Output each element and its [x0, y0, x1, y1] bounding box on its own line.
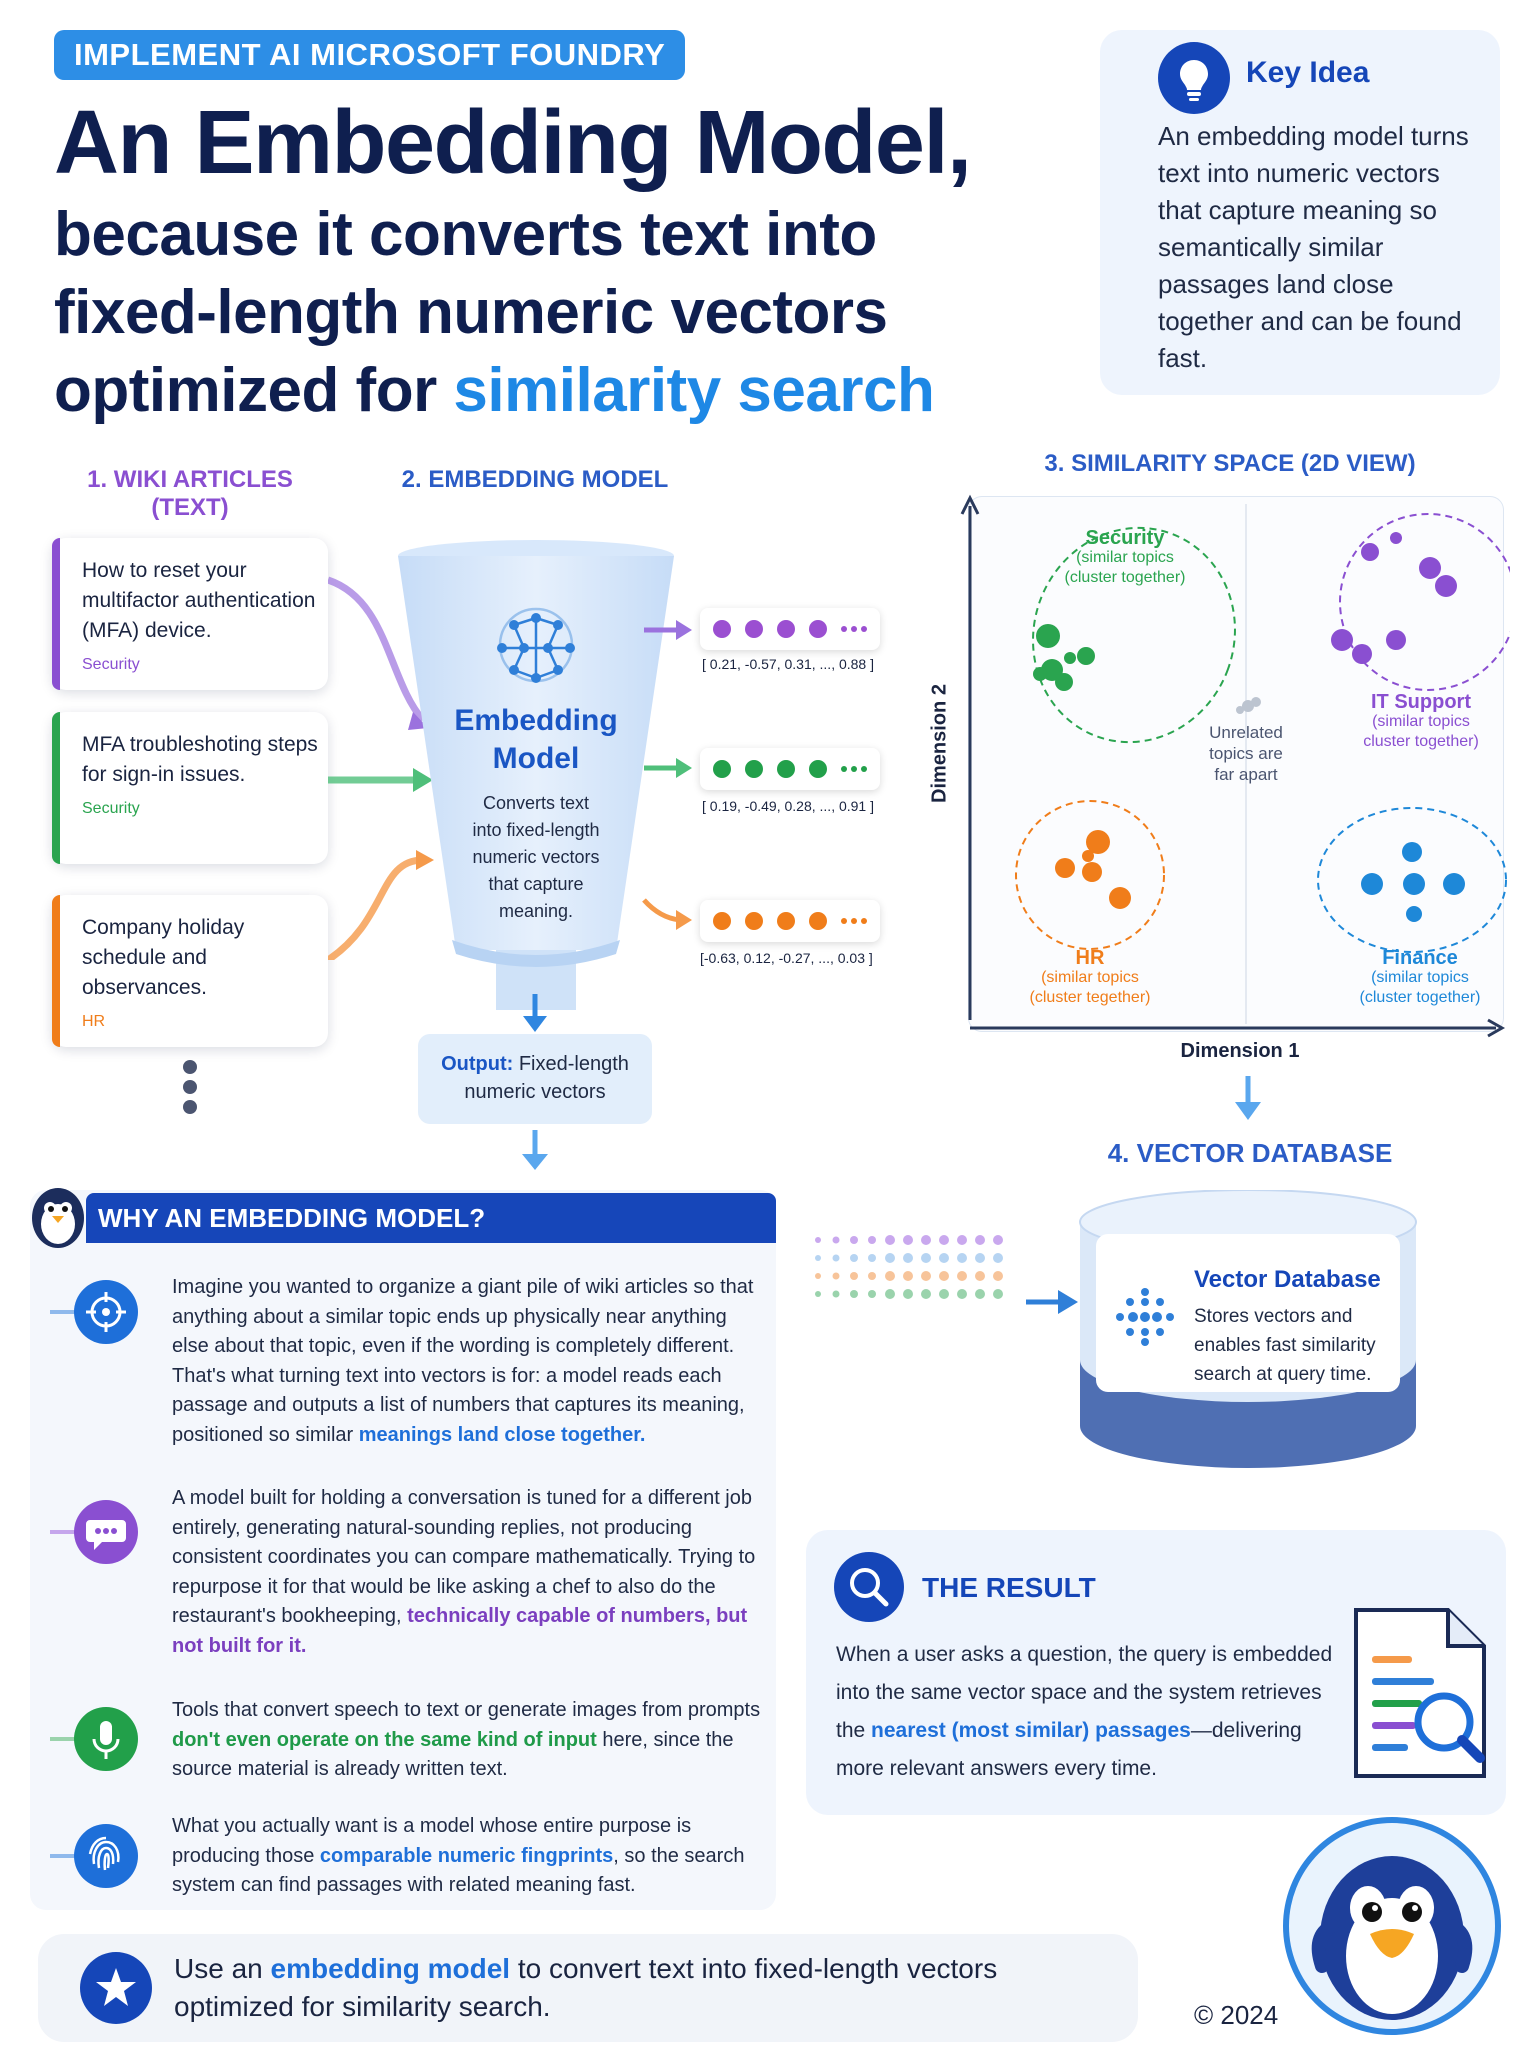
summary-text: Use an embedding model to convert text i… [174, 1953, 998, 2022]
output-arrows [642, 620, 692, 930]
penguin-mascot-icon [1283, 1817, 1501, 2035]
vector-values: [ 0.19, -0.49, 0.28, ..., 0.91 ] [702, 798, 874, 814]
vector-dots [700, 608, 880, 650]
arrow-down-icon [523, 994, 547, 1032]
arrow-down-icon [1235, 1076, 1261, 1120]
y-axis-label: Dimension 2 [928, 684, 951, 803]
target-icon [74, 1280, 138, 1344]
summary-banner [38, 1934, 1138, 2042]
article-card[interactable]: MFA troubleshoting steps for sign-in iss… [52, 712, 328, 864]
key-idea-title: Key Idea [1246, 56, 1370, 89]
database-cylinder [1079, 1190, 1417, 1468]
lightbulb-icon [1158, 42, 1230, 114]
category-tag: IMPLEMENT AI MICROSOFT FOUNDRY [54, 30, 686, 80]
vector-db-title: Vector Database [1194, 1266, 1381, 1293]
output-box: Output: Fixed-length numeric vectors [418, 1034, 652, 1124]
magnifier-icon [834, 1552, 904, 1622]
why-panel [30, 1190, 776, 1910]
more-items-icon [183, 1060, 197, 1114]
copyright: © 2024 [1194, 2000, 1279, 2030]
neural-network-icon [497, 607, 575, 683]
subtitle-line-1: because it converts text into [54, 200, 877, 269]
similarity-space-panel [968, 496, 1504, 1032]
vector-grid-icon [1116, 1288, 1174, 1346]
data-stream-dots [815, 1235, 1003, 1299]
why-paragraph-1: Imagine you wanted to organize a giant p… [172, 1276, 754, 1446]
subtitle-line-3: optimized for similarity search [54, 356, 935, 425]
vector-values: [ 0.21, -0.57, 0.31, ..., 0.88 ] [702, 656, 874, 672]
cluster-label-finance: Finance(similar topics(cluster together) [1359, 947, 1481, 1006]
similarity-space-plot [960, 494, 1510, 1038]
embedding-model-funnel [398, 540, 674, 1010]
article-card[interactable]: Company holiday schedule and observances… [52, 895, 328, 1047]
step-2-label: 2. EMBEDDING MODEL [401, 466, 669, 493]
penguin-mascot-icon [32, 1188, 84, 1248]
vector-values: [-0.63, 0.12, -0.27, ..., 0.03 ] [700, 950, 873, 966]
microphone-icon [74, 1707, 138, 1771]
subtitle-line-2: fixed-length numeric vectors [54, 278, 888, 347]
result-text: When a user asks a question, the query i… [836, 1643, 1333, 1780]
arrow-right-icon [1026, 1290, 1078, 1314]
cluster-label-hr: HR(similar topics(cluster tegether) [1029, 947, 1151, 1006]
article-card[interactable]: How to reset your multifactor authentica… [52, 538, 328, 690]
document-search-icon [1354, 1608, 1486, 1778]
arrow-down-icon [522, 1130, 548, 1170]
fingerprint-icon [74, 1824, 138, 1888]
key-idea-text: An embedding model turns text into numer… [1158, 121, 1469, 373]
why-title: WHY AN EMBEDDING MODEL? [86, 1193, 776, 1243]
cluster-label-security: Security(similar topics(cluster together… [1064, 527, 1186, 586]
step-1-label: 1. WIKI ARTICLES(TEXT) [87, 466, 293, 521]
model-description: Converts text into fixed-length numeric … [472, 793, 600, 921]
why-paragraph-4: What you actually want is a model whose … [172, 1815, 745, 1896]
vector-dots [700, 748, 880, 790]
why-paragraph-2: A model built for holding a conversation… [172, 1487, 756, 1657]
page-title: An Embedding Model, [54, 93, 972, 193]
vector-dots [700, 900, 880, 942]
x-axis-label: Dimension 1 [1180, 1040, 1300, 1062]
why-paragraph-3: Tools that convert speech to text or gen… [172, 1699, 761, 1780]
chat-bubble-icon [74, 1500, 138, 1564]
step-4-label: 4. VECTOR DATABASE [1107, 1138, 1393, 1168]
vector-db-description: Stores vectors and enables fast similari… [1194, 1306, 1376, 1385]
step-3-label: 3. SIMILARITY SPACE (2D VIEW) [1044, 450, 1416, 477]
result-title: THE RESULT [922, 1572, 1096, 1603]
star-icon [80, 1952, 152, 2024]
